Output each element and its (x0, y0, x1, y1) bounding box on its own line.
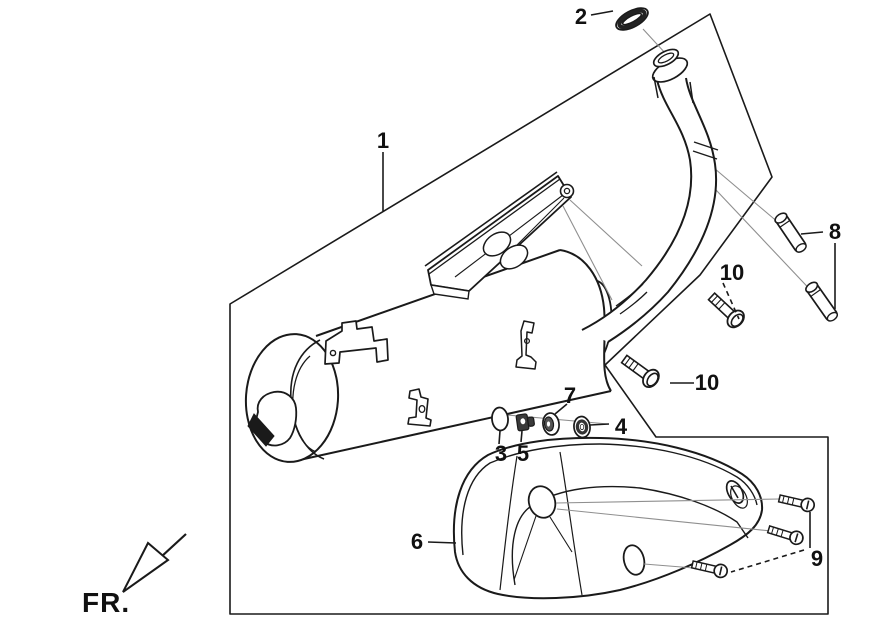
callout-8: 8 (829, 219, 841, 244)
stud-bolts (774, 212, 839, 322)
callout-1: 1 (377, 128, 389, 153)
cover-screws (690, 494, 816, 579)
flange-bolt-lower (620, 354, 660, 389)
muffler-assembly (244, 48, 719, 463)
bracket-upper (324, 320, 389, 365)
fr-label: FR. (82, 587, 130, 618)
fr-indicator: FR. (82, 533, 187, 618)
callout-9: 9 (811, 546, 823, 571)
fr-arrowhead (122, 541, 170, 593)
cover-hole-bottom (622, 544, 646, 576)
callout-5: 5 (517, 441, 529, 466)
screw-2 (766, 525, 804, 546)
callout-10-lower: 10 (695, 370, 719, 395)
washer-part7 (542, 412, 560, 436)
cover-hole-front (527, 485, 557, 519)
inlet-flange (651, 48, 694, 104)
callout-4: 4 (615, 414, 628, 439)
leader-lines (382, 10, 836, 573)
washer-part4 (573, 415, 591, 439)
stay-eyelet (559, 183, 575, 199)
cover-outline (452, 436, 764, 600)
tail-outlet (247, 390, 298, 447)
mounting-stay (424, 171, 643, 301)
stud-2 (805, 281, 839, 322)
muffler-body-fill (249, 250, 611, 461)
o-ring-part3 (491, 406, 509, 432)
callout-2: 2 (575, 4, 587, 29)
flange-bolts (620, 291, 745, 389)
flange-bolt-upper (707, 291, 745, 329)
small-parts-row (491, 406, 591, 439)
bracket-right (515, 320, 537, 370)
callout-6: 6 (411, 529, 423, 554)
callout-10-upper: 10 (720, 260, 744, 285)
screw-3 (690, 560, 729, 579)
gasket (615, 7, 649, 31)
nut-part5 (515, 413, 535, 432)
stud-1 (774, 212, 807, 253)
boundary-frame (229, 13, 829, 615)
callout-3: 3 (495, 441, 507, 466)
callout-labels: 1 2 3 4 5 6 7 8 9 10 10 (377, 4, 841, 571)
muffler-cover (452, 436, 780, 600)
screw-1 (777, 494, 816, 513)
header-pipe (581, 77, 719, 343)
callout-7: 7 (564, 383, 576, 408)
